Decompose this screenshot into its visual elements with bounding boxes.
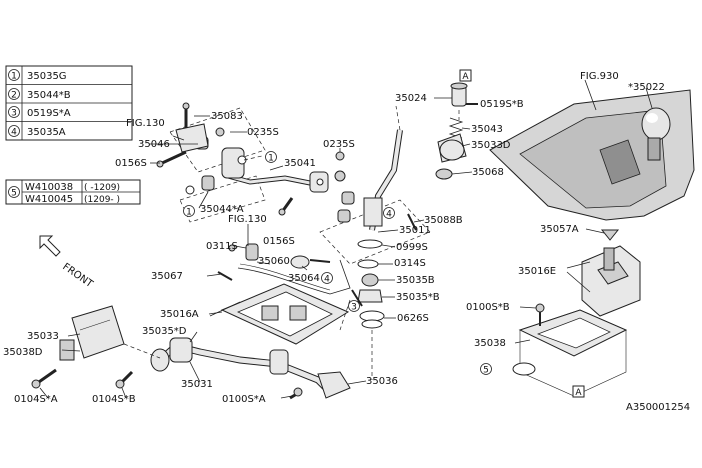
label-0100sa: 0100S*A <box>222 394 266 405</box>
callout-4-a: 4 <box>386 210 392 220</box>
callout-3: 3 <box>351 303 357 313</box>
doc-code: A350001254 <box>626 402 690 413</box>
part-labels: FIG.130 35083 0235S 35046 0156S 35041 02… <box>3 71 690 413</box>
base-plate <box>209 283 350 345</box>
knob-parts <box>435 82 478 180</box>
legend-code-4: 35035A <box>27 127 66 138</box>
label-fig930: FIG.930 <box>580 71 619 82</box>
label-35035star-b: 35035*B <box>396 292 440 303</box>
legend-code-2: 35044*B <box>27 90 71 101</box>
callout-1-b: 1 <box>186 208 192 218</box>
label-0104sa: 0104S*A <box>14 394 58 405</box>
callout-4-b: 4 <box>324 275 330 285</box>
label-35033d: 35033D <box>471 140 511 151</box>
legend-code-5a: W410038 <box>25 182 73 193</box>
label-0235s-b: 0235S <box>323 139 355 150</box>
console-assembly <box>489 89 695 221</box>
legend-num-3: 3 <box>11 109 17 119</box>
legend-code-5b: W410045 <box>25 194 73 205</box>
callout-5: 5 <box>483 366 489 376</box>
front-label: FRONT <box>60 261 95 290</box>
label-35022: *35022 <box>628 82 665 93</box>
label-35036: 35036 <box>366 376 398 387</box>
label-35041: 35041 <box>284 158 316 169</box>
right-lower-assembly <box>512 229 641 397</box>
label-35038d: 35038D <box>3 347 43 358</box>
label-35033: 35033 <box>27 331 59 342</box>
label-35067: 35067 <box>151 271 183 282</box>
legend-num-5: 5 <box>11 189 17 199</box>
center-shifter <box>319 129 431 329</box>
label-35043: 35043 <box>471 124 503 135</box>
label-0104sb: 0104S*B <box>92 394 136 405</box>
label-35016e: 35016E <box>518 266 556 277</box>
label-35016a: 35016A <box>160 309 199 320</box>
marker-a-bottom: A <box>575 388 582 398</box>
a-markers: A A <box>459 69 585 398</box>
label-35064: 35064 <box>288 273 320 284</box>
legend-num-2: 2 <box>11 91 17 101</box>
left-bracket <box>31 305 161 389</box>
label-35031: 35031 <box>181 379 213 390</box>
legend-code-3: 0519S*A <box>27 108 71 119</box>
label-35024: 35024 <box>395 93 427 104</box>
label-35057a: 35057A <box>540 224 579 235</box>
legend-num-4: 4 <box>11 128 17 138</box>
label-35038: 35038 <box>474 338 506 349</box>
label-35060: 35060 <box>258 256 290 267</box>
label-35088b: 35088B <box>424 215 463 226</box>
label-35044a: 35044*A <box>200 204 244 215</box>
legend-code-1: 35035G <box>27 71 67 82</box>
upper-linkage <box>156 102 345 223</box>
callout-1-a: 1 <box>268 154 274 164</box>
legend-range-5a: ( -1209) <box>84 183 120 193</box>
label-0235s-a: 0235S <box>247 127 279 138</box>
label-0626s: 0626S <box>397 313 429 324</box>
lower-arm <box>150 337 351 400</box>
circle-callouts: 1 1 4 3 4 5 <box>183 151 492 376</box>
leader-lines <box>39 79 653 399</box>
front-arrow: FRONT <box>39 235 95 291</box>
label-35083: 35083 <box>211 111 243 122</box>
label-0311s: 0311S <box>206 241 238 252</box>
label-35068: 35068 <box>472 167 504 178</box>
label-0999s: 0999S <box>396 242 428 253</box>
marker-a-top: A <box>462 72 469 82</box>
label-0519sb: 0519S*B <box>480 99 524 110</box>
label-0314s: 0314S <box>394 258 426 269</box>
legend: 1 35035G 2 35044*B 3 0519S*A 4 35035A 5 … <box>5 65 141 205</box>
label-fig130-top: FIG.130 <box>126 118 165 129</box>
label-35046: 35046 <box>138 139 170 150</box>
legend-num-1: 1 <box>11 72 17 82</box>
label-35011: 35011 <box>399 225 431 236</box>
label-fig130-mid: FIG.130 <box>228 214 267 225</box>
label-0100sb: 0100S*B <box>466 302 510 313</box>
reference-lines <box>243 105 401 380</box>
label-0156s-a: 0156S <box>115 158 147 169</box>
label-0156s-b: 0156S <box>263 236 295 247</box>
label-35035b: 35035B <box>396 275 435 286</box>
legend-range-5b: (1209- ) <box>84 195 120 205</box>
label-35035d: 35035*D <box>142 326 187 337</box>
cable-assembly <box>217 243 351 295</box>
